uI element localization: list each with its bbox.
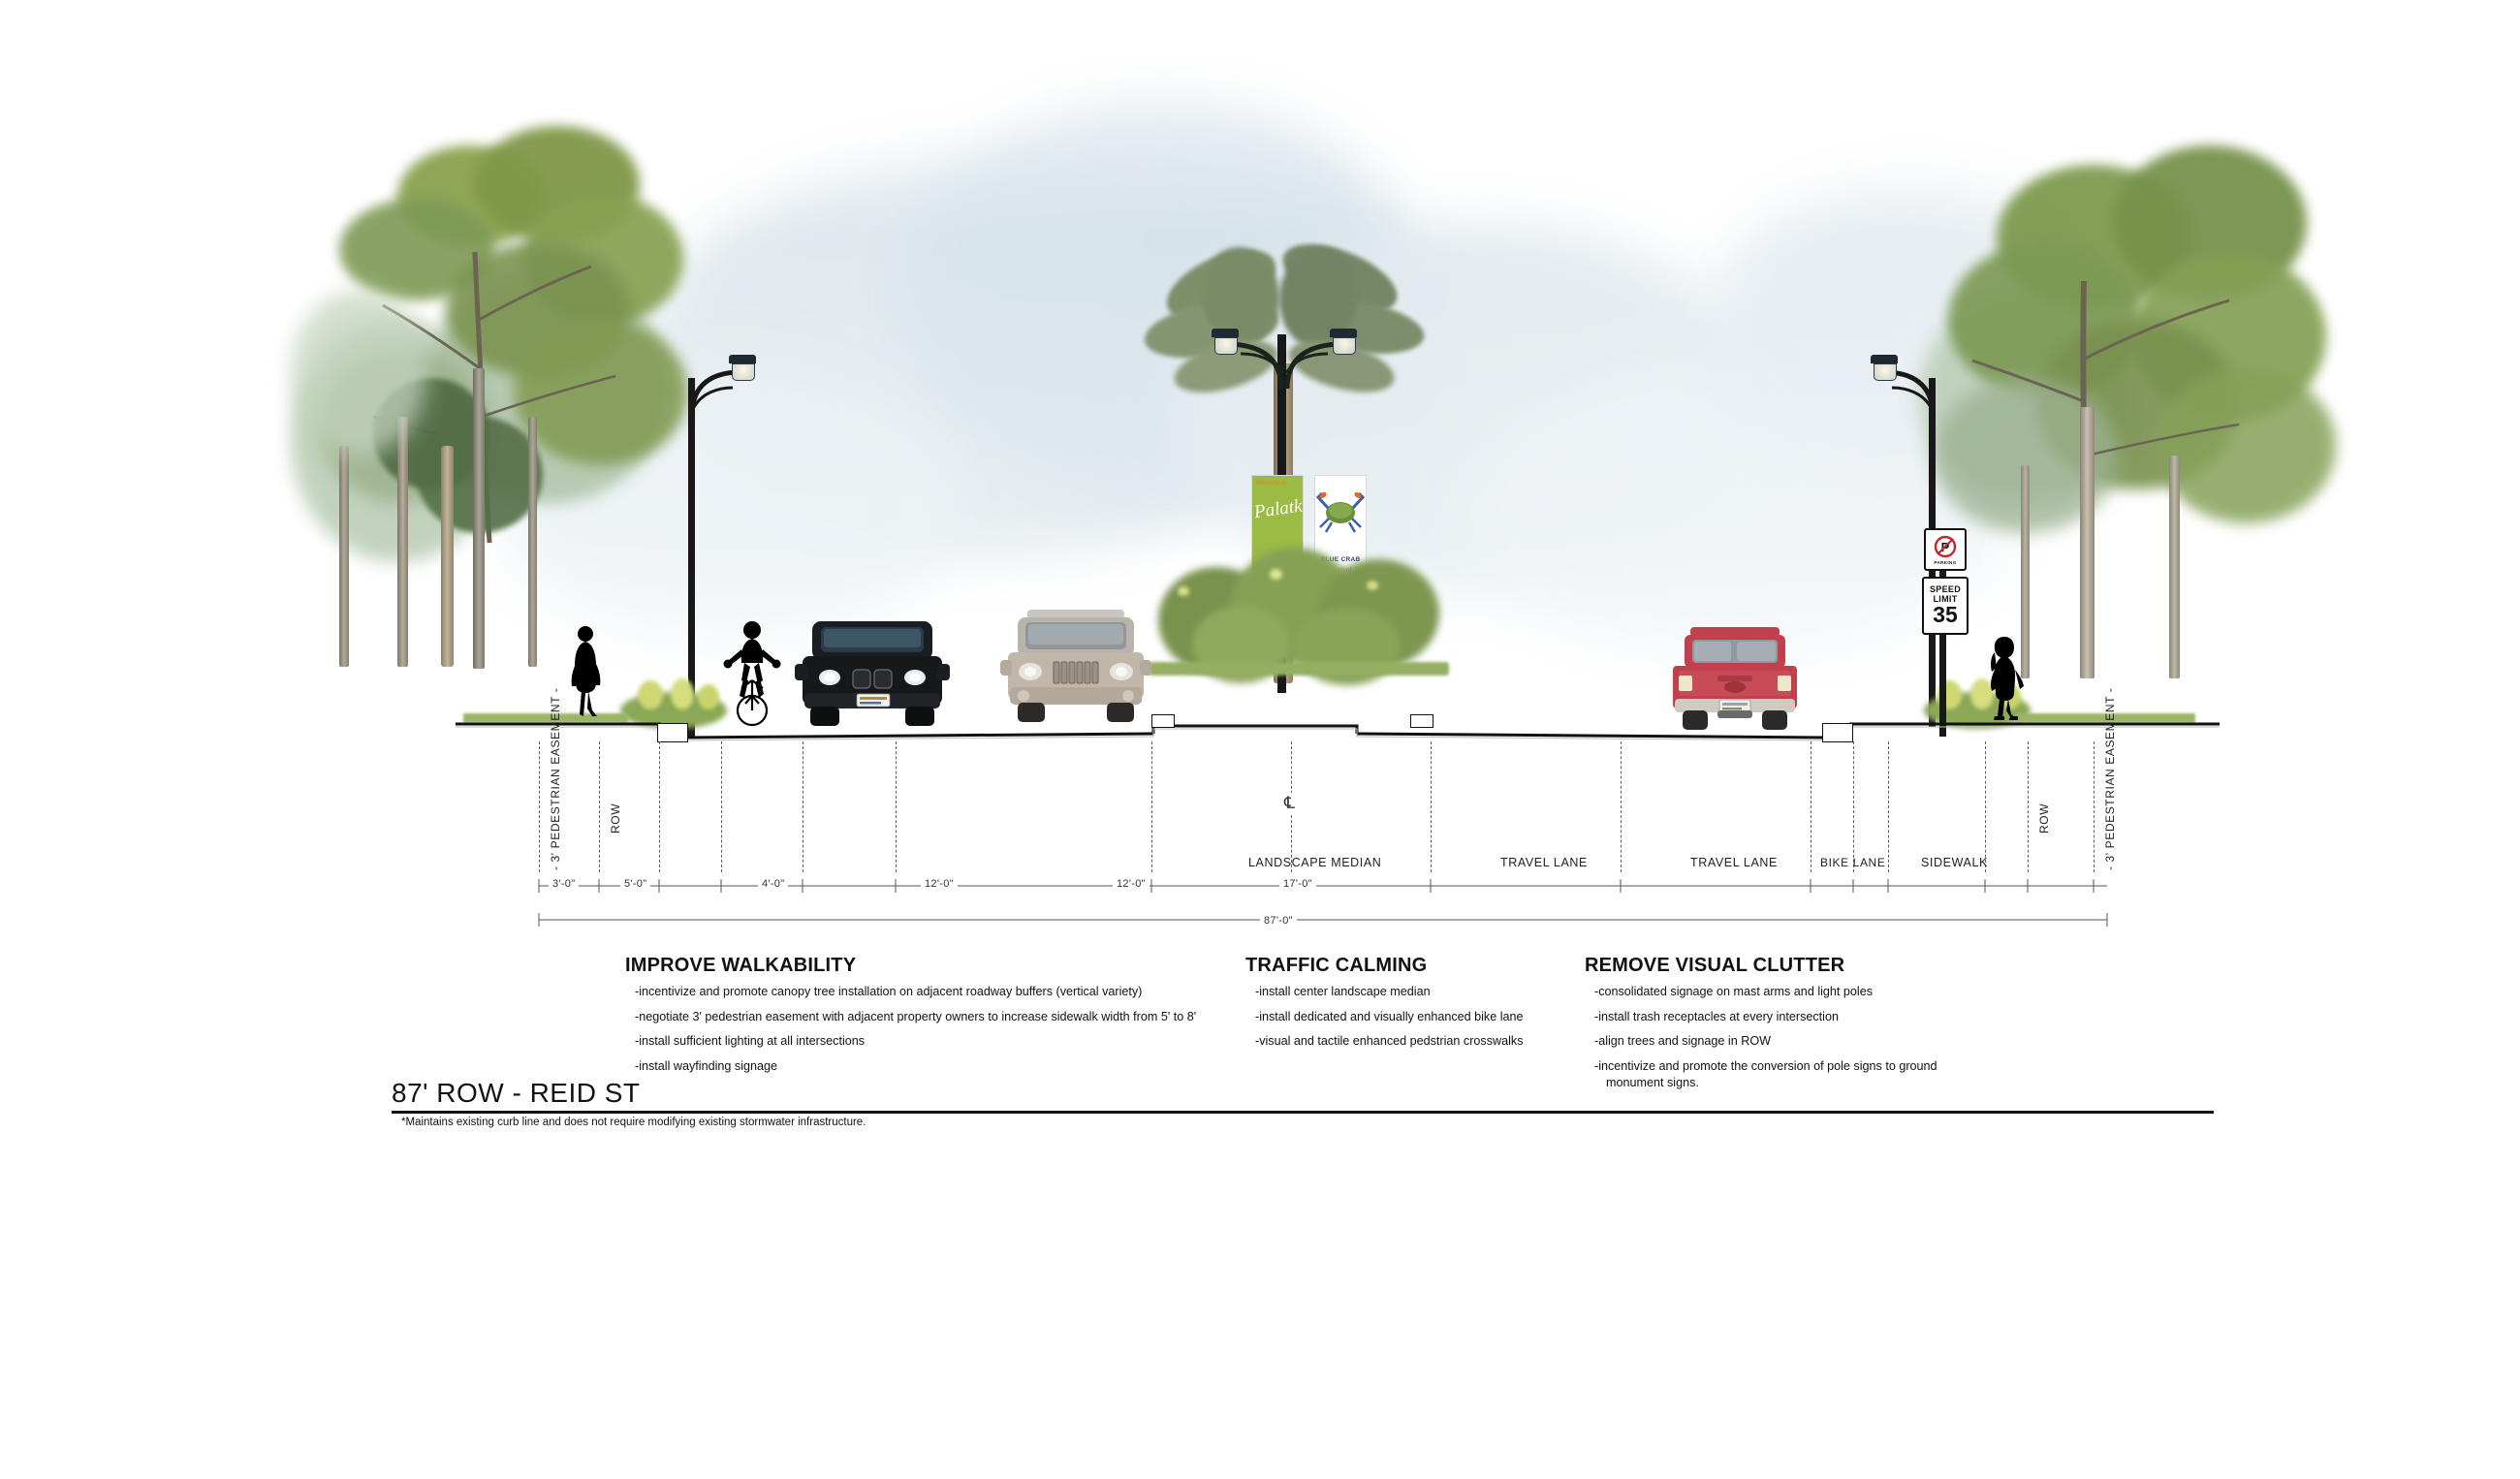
ext-line-2 [659,741,660,872]
label-easement-left: - 3' PEDESTRIAN EASEMENT - [549,687,562,870]
curb-detail-median-right [1410,714,1433,728]
banner-welcome-text: Welcome to [1256,481,1287,487]
ext-line-1 [599,741,600,872]
note-item: -install dedicated and visually enhanced… [1255,1009,1524,1023]
curb-detail-left [657,723,688,742]
ext-line-10 [1853,741,1854,872]
notes-column-traffic-calming: TRAFFIC CALMING -install center landscap… [1245,955,1565,1060]
speed-limit-value: 35 [1933,601,1958,627]
note-item: -incentivize and promote the conversion … [1594,1058,1937,1073]
dim-5ft-left: 5'-0" [620,878,651,890]
speed-limit-line2: LIMIT [1933,593,1958,604]
note-item: -consolidated signage on mast arms and l… [1594,985,1874,998]
pedestrian-left [571,626,601,716]
ext-line-12 [1985,741,1986,872]
dim-12ft-inner: 12'-0" [1113,878,1150,890]
ext-line-8 [1621,741,1622,872]
ext-line-11 [1888,741,1889,872]
notes-column-walkability: IMPROVE WALKABILITY -incentivize and pro… [625,955,1226,1085]
dimension-chain [538,879,2107,893]
ext-line-6 [1151,741,1152,872]
ext-line-5 [896,741,897,872]
dim-4ft-bike: 4'-0" [758,878,789,890]
notes-heading-visual-clutter: REMOVE VISUAL CLUTTER [1585,955,1845,976]
note-item: -install sufficient lighting at all inte… [635,1034,866,1049]
note-item: -align trees and signage in ROW [1594,1034,1772,1049]
label-travel-lane-1: TRAVEL LANE [1500,856,1588,869]
title-underline [392,1111,2214,1114]
notes-heading-walkability: IMPROVE WALKABILITY [625,955,857,976]
label-row-left: ROW [609,802,622,834]
ext-line-7 [1431,741,1432,872]
dim-3ft-left: 3'-0" [549,878,580,890]
label-landscape-median: LANDSCAPE MEDIAN [1248,856,1382,869]
dim-17ft-median: 17'-0" [1279,878,1316,890]
no-parking-sign: P PARKING [1924,528,1967,571]
ext-line-3 [721,741,722,872]
label-row-right: ROW [2037,802,2051,834]
notes-heading-traffic-calming: TRAFFIC CALMING [1245,955,1428,976]
label-easement-right: - 3' PEDESTRIAN EASEMENT - [2103,687,2117,870]
page-title: 87' ROW - REID ST [392,1078,641,1108]
centerline-symbol: ℄ [1281,793,1298,814]
grass-strip-right [2016,713,2195,723]
dim-overall-87ft: 87'-0" [1260,915,1297,927]
note-item: -install center landscape median [1255,985,1431,998]
sheet-title-block: 87' ROW - REID ST [392,1078,2214,1114]
sheet-footnote: *Maintains existing curb line and does n… [401,1117,866,1128]
label-travel-lane-2: TRAVEL LANE [1690,856,1778,869]
curb-detail-median-left [1151,714,1175,728]
ext-line-0 [539,741,540,872]
cyclist [723,621,781,727]
overall-dimension-line [538,913,2108,927]
pickup-red [1673,627,1797,730]
tree-group-right [1890,136,2336,727]
label-sidewalk: SIDEWALK [1921,856,1988,869]
median-shrubs [1149,548,1449,722]
label-bike-lane: BIKE LANE [1820,856,1886,869]
banner-crab-line1: BLUE CRAB [1320,556,1361,563]
note-item: -visual and tactile enhanced pedstrian c… [1255,1034,1524,1049]
buffer-planting-left [620,678,727,732]
ext-line-14 [2094,741,2095,872]
speed-limit-sign: SPEED LIMIT 35 [1922,577,1969,635]
section-ground-profile [456,722,2220,741]
notes-column-visual-clutter: REMOVE VISUAL CLUTTER -consolidated sign… [1585,955,1972,1102]
grass-strip-left [463,713,628,723]
ext-line-13 [2028,741,2029,872]
note-item: -negotiate 3' pedestrian easement with a… [635,1009,1197,1023]
banner-city-text: Palatka [1252,494,1304,523]
pedestrian-right [1991,637,2024,720]
dim-12ft-outer: 12'-0" [921,878,958,890]
no-parking-sub-label: PARKING [1934,559,1957,565]
suv-dark [795,621,950,726]
curb-detail-right [1822,723,1853,742]
tree-far-left [291,291,426,543]
speed-limit-line1: SPEED [1929,584,1961,595]
note-item: -install trash receptacles at every inte… [1594,1009,1839,1023]
sign-assembly-right: P PARKING SPEED LIMIT 35 [1914,528,1972,737]
note-item: -incentivize and promote canopy tree ins… [635,985,1143,998]
suv-gold [1000,610,1151,722]
street-lamp-left [669,339,785,737]
note-item-continuation: monument signs. [1606,1076,1699,1090]
note-item: -install wayfinding signage [635,1058,778,1073]
